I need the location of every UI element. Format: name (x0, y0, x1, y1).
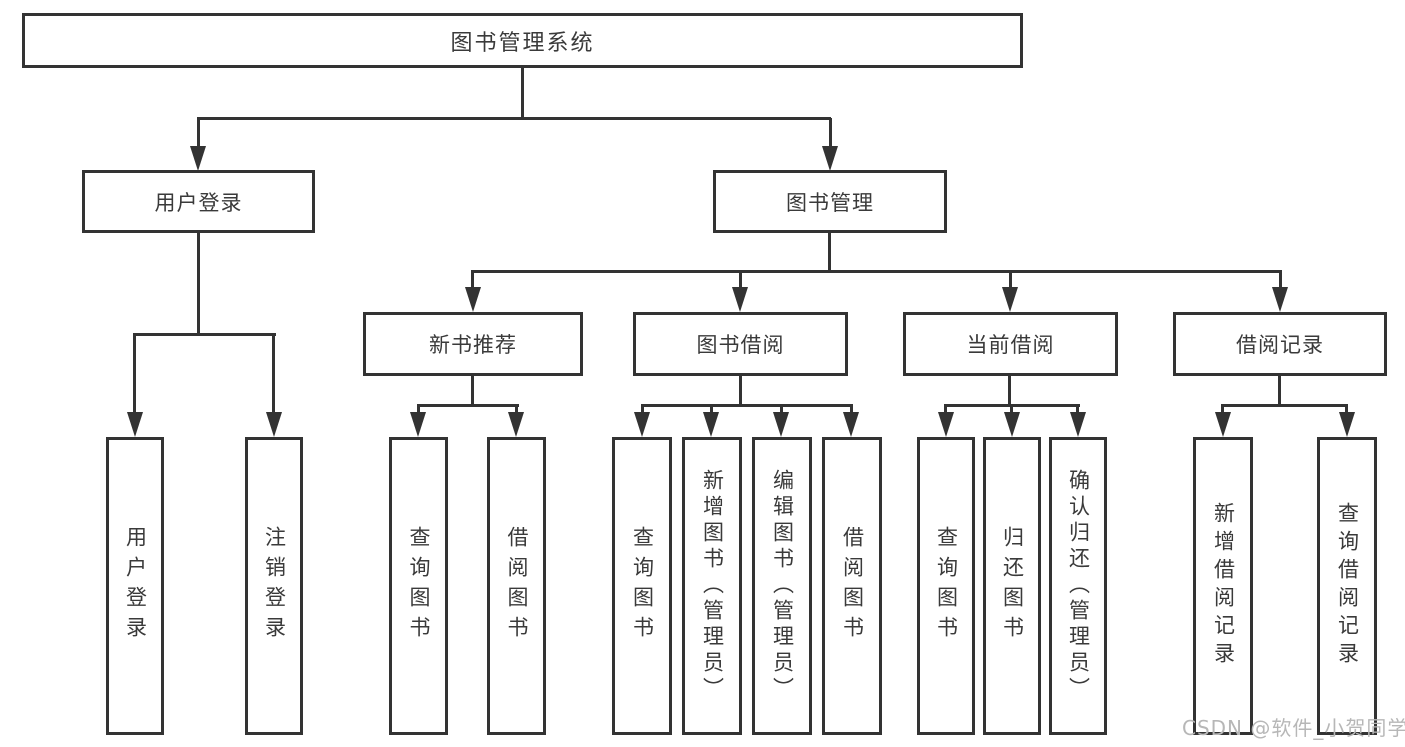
connector-bookmgmt-vline (828, 232, 831, 273)
connector-root-vline (521, 68, 524, 119)
leaf-borrow-book-newrec: 借阅图书 (487, 437, 546, 735)
connector-bookborrow-hline (641, 404, 853, 407)
leaf-query-borrow-record: 查询借阅记录 (1317, 437, 1377, 735)
connector-stem (641, 406, 644, 415)
arrowhead-new-book-rec (465, 287, 481, 312)
connector-currentborrow-vline (1008, 376, 1011, 407)
connector-stem (710, 406, 713, 415)
node-label: 图书管理 (786, 190, 874, 215)
connector-stem-user-login (197, 118, 200, 148)
arrowhead-add-borrow-record (1215, 412, 1231, 437)
node-label: 图书借阅 (696, 333, 785, 357)
connector-bookborrow-vline (739, 376, 742, 407)
connector-stem (515, 406, 518, 415)
leaf-return-book: 归还图书 (983, 437, 1041, 735)
connector-stem-new-book-rec (471, 272, 474, 290)
node-label: 用户登录 (154, 190, 243, 215)
leaf-query-book-newrec: 查询图书 (389, 437, 448, 735)
node-label: 编辑图书（管理员） (770, 469, 795, 703)
node-label: 图书管理系统 (450, 30, 595, 56)
arrowhead-query-book-borrow (634, 412, 650, 437)
node-label: 借阅图书 (840, 526, 865, 646)
connector-borrowrecord-hline (1221, 404, 1348, 407)
node-label: 归还图书 (1000, 526, 1025, 646)
node-label: 查询图书 (630, 526, 655, 646)
connector-stem (850, 406, 853, 415)
arrowhead-query-book-newrec (410, 412, 426, 437)
arrowhead-return-book (1004, 412, 1020, 437)
node-book-borrow: 图书借阅 (633, 312, 848, 376)
leaf-borrow-book-borrow: 借阅图书 (822, 437, 882, 735)
connector-newbookrec-vline (471, 376, 474, 407)
connector-userlogin-hline (133, 333, 276, 336)
leaf-logout: 注销登录 (245, 437, 303, 735)
connector-stem (1221, 406, 1224, 415)
connector-stem (944, 406, 947, 415)
leaf-edit-book-admin: 编辑图书（管理员） (752, 437, 812, 735)
leaf-add-borrow-record: 新增借阅记录 (1193, 437, 1253, 735)
connector-stem-book-borrow (739, 272, 742, 290)
node-label: 借阅记录 (1236, 333, 1324, 357)
connector-currentborrow-hline (944, 404, 1080, 407)
connector-bookmgmt-hline (471, 270, 1282, 273)
node-root-library-system: 图书管理系统 (22, 13, 1023, 68)
node-borrow-record: 借阅记录 (1173, 312, 1387, 376)
connector-stem (417, 406, 420, 415)
connector-stem-leaf-user-login (133, 335, 136, 415)
connector-stem-borrow-record (1279, 272, 1282, 290)
node-new-book-rec: 新书推荐 (363, 312, 583, 376)
node-user-login: 用户登录 (82, 170, 315, 233)
node-current-borrow: 当前借阅 (903, 312, 1118, 376)
connector-stem-current-borrow (1009, 272, 1012, 290)
arrowhead-current-borrow (1002, 287, 1018, 312)
arrowhead-edit-book-admin (773, 412, 789, 437)
connector-stem (780, 406, 783, 415)
arrowhead-borrow-book-borrow (843, 412, 859, 437)
node-label: 查询图书 (934, 526, 959, 646)
node-label: 注销登录 (262, 526, 287, 646)
leaf-user-login: 用户登录 (106, 437, 164, 735)
node-label: 新书推荐 (429, 333, 517, 357)
node-label: 确认归还（管理员） (1066, 469, 1091, 703)
connector-userlogin-vline (197, 232, 200, 336)
connector-stem-leaf-logout (272, 335, 275, 415)
leaf-query-book-current: 查询图书 (917, 437, 975, 735)
node-label: 查询图书 (407, 526, 431, 646)
arrowhead-leaf-user-login (127, 412, 143, 437)
arrowhead-confirm-return-admin (1070, 412, 1086, 437)
arrowhead-book-borrow (732, 287, 748, 312)
connector-borrowrecord-vline (1278, 376, 1281, 407)
arrowhead-borrow-book-newrec (508, 412, 524, 437)
connector-stem (1345, 406, 1348, 415)
leaf-confirm-return-admin: 确认归还（管理员） (1049, 437, 1107, 735)
arrowhead-query-book-current (938, 412, 954, 437)
leaf-add-book-admin: 新增图书（管理员） (682, 437, 742, 735)
arrowhead-borrow-record (1272, 287, 1288, 312)
arrowhead-query-borrow-record (1339, 412, 1355, 437)
node-label: 当前借阅 (966, 333, 1055, 357)
arrowhead-add-book-admin (703, 412, 719, 437)
node-label: 新增借阅记录 (1211, 502, 1236, 670)
node-label: 查询借阅记录 (1335, 502, 1360, 670)
node-label: 用户登录 (123, 526, 148, 646)
leaf-query-book-borrow: 查询图书 (612, 437, 672, 735)
node-label: 新增图书（管理员） (700, 469, 725, 703)
connector-root-hline (197, 117, 831, 120)
csdn-watermark: CSDN @软件_小贺同学 (1182, 716, 1405, 740)
connector-stem (1010, 406, 1013, 415)
arrowhead-user-login (190, 146, 206, 171)
node-label: 借阅图书 (505, 526, 529, 646)
connector-newbookrec-hline (417, 404, 519, 407)
arrowhead-book-mgmt (822, 146, 838, 171)
node-book-mgmt: 图书管理 (713, 170, 947, 233)
connector-stem (1076, 406, 1079, 415)
arrowhead-leaf-logout (266, 412, 282, 437)
connector-stem-book-mgmt (829, 118, 832, 148)
